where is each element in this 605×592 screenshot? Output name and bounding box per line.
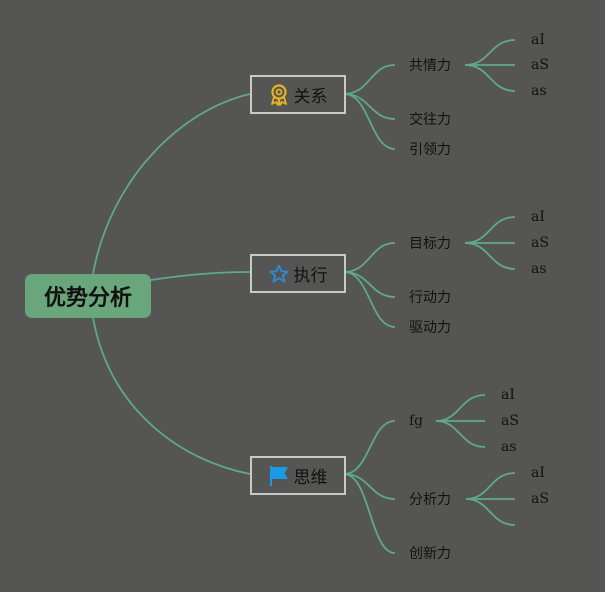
connector-root-zhixing <box>150 271 251 281</box>
leaf-topic[interactable]: aS <box>531 235 549 251</box>
subtopic[interactable]: 引领力 <box>409 142 451 158</box>
subtopic[interactable]: 行动力 <box>409 290 451 306</box>
connector <box>465 472 516 500</box>
branch-zhixing[interactable]: 执行 <box>250 254 346 293</box>
branch-label: 思维 <box>293 468 328 488</box>
connector <box>435 420 486 448</box>
leaf-topic-empty[interactable] <box>531 517 551 533</box>
branch-guanxi[interactable]: 关系 <box>250 75 346 114</box>
connector <box>343 242 396 273</box>
connector <box>464 242 516 270</box>
connector <box>435 394 486 422</box>
connector <box>343 271 396 298</box>
subtopic[interactable]: 创新力 <box>409 546 451 562</box>
leaf-topic[interactable]: as <box>531 83 547 99</box>
star-icon <box>268 264 289 284</box>
connector <box>343 420 396 475</box>
leaf-topic[interactable]: aS <box>501 413 519 429</box>
subtopic[interactable]: 目标力 <box>409 236 451 252</box>
connector <box>343 473 396 500</box>
award-ribbon-icon <box>269 83 289 106</box>
connector <box>464 39 516 66</box>
branch-label: 执行 <box>293 266 328 286</box>
flag-icon <box>269 465 289 487</box>
root-topic[interactable]: 优势分析 <box>25 274 151 318</box>
leaf-topic[interactable]: as <box>531 261 547 277</box>
connector <box>343 271 396 328</box>
subtopic[interactable]: 共情力 <box>409 58 451 74</box>
subtopic[interactable]: 驱动力 <box>409 320 451 336</box>
subtopic[interactable]: fg <box>409 413 424 429</box>
connector <box>464 216 516 244</box>
subtopic[interactable]: 分析力 <box>409 492 451 508</box>
branch-siwei[interactable]: 思维 <box>250 456 346 495</box>
leaf-topic[interactable]: aI <box>531 209 545 225</box>
connector <box>464 64 516 92</box>
root-label: 优势分析 <box>43 286 132 311</box>
connector <box>343 93 396 150</box>
branch-label: 关系 <box>293 87 328 107</box>
connector <box>465 498 516 526</box>
connector-root-guanxi <box>92 93 251 275</box>
leaf-topic[interactable]: aI <box>501 387 515 403</box>
leaf-topic[interactable]: as <box>501 439 517 455</box>
connector <box>343 473 396 554</box>
leaf-topic[interactable]: aS <box>531 491 549 507</box>
connector-root-siwei <box>92 317 251 475</box>
leaf-topic[interactable]: aI <box>531 32 545 48</box>
subtopic[interactable]: 交往力 <box>409 112 451 128</box>
leaf-topic[interactable]: aI <box>531 465 545 481</box>
connector <box>343 64 396 95</box>
leaf-topic[interactable]: aS <box>531 57 549 73</box>
connector <box>343 93 396 120</box>
